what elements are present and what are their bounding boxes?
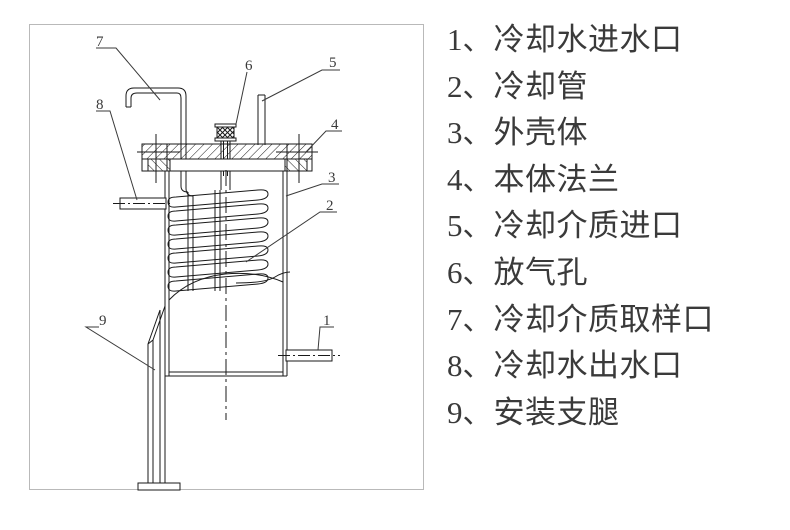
legend-item-2: 2 、 冷却管 <box>447 61 777 108</box>
legend-label: 外壳体 <box>493 115 589 152</box>
legend-separator: 、 <box>462 304 492 337</box>
support-leg-9 <box>137 305 181 491</box>
outlet-nozzle-8 <box>113 197 173 210</box>
callout-3: 3 <box>328 170 336 186</box>
legend-item-1: 1 、 冷却水进水口 <box>447 14 777 61</box>
legend-number: 7 <box>447 301 463 337</box>
legend-number: 1 <box>447 22 463 57</box>
legend-separator: 、 <box>462 71 492 104</box>
legend-label: 安装支腿 <box>493 394 620 431</box>
legend-label: 冷却水出水口 <box>493 348 683 385</box>
liquid-level-curve <box>168 272 284 301</box>
sampling-pipe-7 <box>125 87 187 178</box>
legend-item-7: 7 、 冷却介质取样口 <box>447 294 777 341</box>
legend-separator: 、 <box>462 211 492 244</box>
legend-item-9: 9 、 安装支腿 <box>447 387 777 434</box>
legend-label: 冷却水进水口 <box>493 22 683 58</box>
legend-number: 4 <box>447 161 463 197</box>
callout-1: 1 <box>323 313 331 329</box>
medium-inlet-pipe-5 <box>257 94 266 145</box>
legend-item-4: 4 、 本体法兰 <box>447 154 777 201</box>
legend-separator: 、 <box>462 118 492 151</box>
legend-separator: 、 <box>462 397 492 430</box>
callout-4: 4 <box>331 117 339 133</box>
legend-label: 冷却介质进口 <box>493 208 683 245</box>
callout-9: 9 <box>99 313 107 329</box>
callout-8: 8 <box>96 97 104 113</box>
legend-item-5: 5 、 冷却介质进口 <box>447 200 777 247</box>
legend-number: 9 <box>447 394 463 430</box>
legend-number: 3 <box>447 115 463 151</box>
callout-6: 6 <box>245 58 253 74</box>
callout-5: 5 <box>329 55 337 71</box>
legend-label: 本体法兰 <box>493 161 620 198</box>
legend-item-3: 3 、 外壳体 <box>447 107 777 154</box>
legend-number: 2 <box>447 68 463 104</box>
callout-labels: 7 8 6 5 4 3 2 1 9 <box>96 34 339 329</box>
legend-number: 6 <box>447 254 463 290</box>
callout-7: 7 <box>96 34 104 50</box>
legend-separator: 、 <box>462 164 492 197</box>
legend-list: 1 、 冷却水进水口 2 、 冷却管 3 、 外壳体 4 、 本体法兰 5 、 … <box>447 14 777 433</box>
body-flange-4 <box>137 134 318 183</box>
legend-number: 5 <box>447 208 463 244</box>
leader-lines <box>84 47 342 371</box>
callout-2: 2 <box>326 198 334 214</box>
legend-separator: 、 <box>462 257 492 290</box>
cooling-coil-2 <box>167 176 291 292</box>
legend-separator: 、 <box>462 25 492 57</box>
legend-label: 放气孔 <box>493 254 589 291</box>
legend-item-6: 6 、 放气孔 <box>447 247 777 294</box>
legend-label: 冷却管 <box>493 68 589 105</box>
legend-number: 8 <box>447 348 463 384</box>
legend-separator: 、 <box>462 351 492 384</box>
legend-item-8: 8 、 冷却水出水口 <box>447 340 777 387</box>
inlet-nozzle-1 <box>278 349 340 362</box>
legend-label: 冷却介质取样口 <box>493 301 715 338</box>
